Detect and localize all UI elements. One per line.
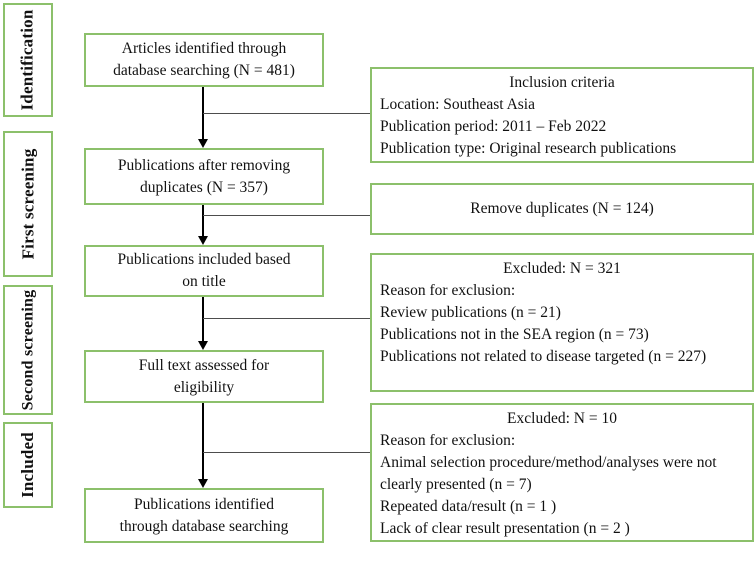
stage-box-identification: Identification (3, 3, 53, 117)
stage-box-first-screening: First screening (3, 131, 53, 277)
stage-label-identification: Identification (18, 9, 37, 111)
side-box-title: Excluded: N = 10 (507, 410, 617, 427)
side-box-excluded-10: Excluded: N = 10 Reason for exclusion: A… (370, 403, 754, 542)
flow-box-line: database searching (N = 481) (113, 62, 295, 79)
arrow-line-4 (202, 403, 204, 479)
arrow-line-2 (202, 205, 204, 236)
stage-label-second-screening: Second screening (19, 289, 36, 411)
side-box-line: Review publications (n = 21) (380, 304, 561, 321)
side-box-excluded-321: Excluded: N = 321 Reason for exclusion: … (370, 253, 754, 392)
side-box-line: Publications not related to disease targ… (380, 348, 707, 365)
side-box-title: Excluded: N = 321 (503, 260, 621, 277)
stage-label-included: Included (18, 432, 38, 498)
side-box-line: Reason for exclusion: (380, 282, 516, 299)
side-box-line: Lack of clear result presentation (n = 2… (380, 520, 630, 537)
side-box-line: Publication type: Original research publ… (380, 140, 677, 157)
flow-box-publications-identified: Publications identified through database… (84, 488, 324, 543)
arrowhead-icon (198, 479, 208, 488)
connector-excluded-10 (203, 452, 370, 453)
flow-box-after-duplicates: Publications after removing duplicates (… (84, 148, 324, 205)
side-box-line: Publication period: 2011 – Feb 2022 (380, 118, 607, 135)
flow-box-line: on title (182, 273, 226, 290)
connector-excluded-321 (203, 318, 370, 319)
side-box-line: Location: Southeast Asia (380, 96, 535, 113)
flow-box-line: Publications after removing (117, 156, 291, 174)
side-box-title: Remove duplicates (N = 124) (470, 200, 654, 217)
arrowhead-icon (198, 341, 208, 350)
connector-inclusion (203, 113, 370, 114)
connector-remove-duplicates (203, 215, 370, 216)
stage-label-first-screening: First screening (18, 148, 37, 260)
arrowhead-icon (198, 236, 208, 245)
side-box-title: Inclusion criteria (509, 74, 615, 91)
side-box-line: Repeated data/result (n = 1 ) (380, 498, 557, 515)
arrowhead-icon (198, 139, 208, 148)
flow-box-line: Articles identified through (121, 40, 287, 57)
flow-box-line: duplicates (N = 357) (140, 178, 268, 196)
side-box-inclusion-criteria: Inclusion criteria Location: Southeast A… (370, 67, 754, 163)
flow-box-line: through database searching (119, 517, 289, 535)
side-box-line: Animal selection procedure/method/analys… (380, 454, 717, 493)
side-box-remove-duplicates: Remove duplicates (N = 124) (370, 183, 754, 235)
flow-box-fulltext-eligibility: Full text assessed for eligibility (84, 350, 324, 403)
side-box-line: Publications not in the SEA region (n = … (380, 326, 649, 343)
flow-box-line: Publications identified (134, 495, 274, 513)
flow-box-line: eligibility (173, 378, 235, 396)
flow-box-articles-identified: Articles identified through database sea… (84, 33, 324, 87)
stage-box-included: Included (3, 422, 53, 508)
flow-box-line: Full text assessed for (138, 356, 270, 374)
flow-box-included-title: Publications included based on title (84, 245, 324, 297)
stage-box-second-screening: Second screening (3, 285, 53, 415)
side-box-line: Reason for exclusion: (380, 432, 516, 449)
flow-box-line: Publications included based (117, 251, 291, 268)
arrow-line-3 (202, 297, 204, 341)
